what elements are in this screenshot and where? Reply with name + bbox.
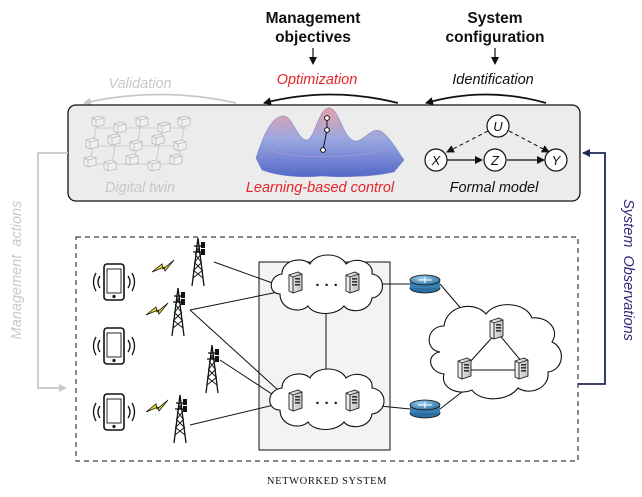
upper-cloud-ellipsis: · · · <box>315 277 338 294</box>
lower-cloud: · · · <box>269 368 385 431</box>
node-u-label: U <box>493 119 503 134</box>
wireless-signal-icon <box>151 259 175 273</box>
node-y-label: Y <box>552 153 562 168</box>
server-icon <box>514 357 529 380</box>
server-icon <box>457 357 472 380</box>
system-configuration-title-line1: System <box>467 10 522 27</box>
node-x: X <box>424 148 448 172</box>
learning-control-label: Learning-based control <box>246 180 395 196</box>
server-icon <box>489 317 504 340</box>
optimization-path <box>320 115 330 153</box>
system-configuration-title-line2: configuration <box>445 29 544 46</box>
smartphone-icon <box>92 327 136 365</box>
management-objectives-title-line2: objectives <box>275 29 351 46</box>
router-icon <box>409 274 441 294</box>
digital-twin-label: Digital twin <box>105 180 175 196</box>
optimization-label: Optimization <box>277 72 358 88</box>
cell-tower-icon <box>205 344 220 394</box>
node-x-label: X <box>431 153 442 168</box>
management-actions-arrow <box>37 152 68 392</box>
wireless-signal-icon <box>145 399 169 413</box>
upper-cloud: · · · <box>270 254 384 315</box>
server-icon <box>288 389 303 412</box>
optimization-landscape <box>255 107 405 178</box>
system-observations-arrow <box>578 149 606 385</box>
server-icon <box>288 271 303 294</box>
optimization-arrow <box>263 93 399 106</box>
core-cloud <box>428 304 562 400</box>
node-z-label: Z <box>490 153 500 168</box>
validation-label: Validation <box>108 76 171 92</box>
node-z: Z <box>483 148 507 172</box>
wireless-signal-icon <box>145 302 169 316</box>
server-icon <box>345 389 360 412</box>
identification-label: Identification <box>452 72 533 88</box>
system-observations-label: System Observations <box>620 199 636 341</box>
networked-system-boundary <box>75 236 579 462</box>
smartphone-icon <box>92 263 136 301</box>
node-y: Y <box>544 148 568 172</box>
cell-tower-icon <box>171 287 186 337</box>
lower-cloud-ellipsis: · · · <box>315 395 338 412</box>
formal-model-label: Formal model <box>450 180 539 196</box>
cell-tower-icon <box>173 394 188 444</box>
formal-model-graph <box>446 130 550 164</box>
identification-arrow <box>425 93 547 105</box>
router-icon <box>409 399 441 419</box>
networked-system-label: NETWORKED SYSTEM <box>267 476 387 487</box>
smartphone-icon <box>92 393 136 431</box>
management-objectives-title-line1: Management <box>266 10 361 27</box>
validation-arrow <box>83 93 237 106</box>
node-u: U <box>486 114 510 138</box>
server-icon <box>345 271 360 294</box>
cell-tower-icon <box>191 237 206 287</box>
management-actions-label: Management actions <box>9 201 25 340</box>
